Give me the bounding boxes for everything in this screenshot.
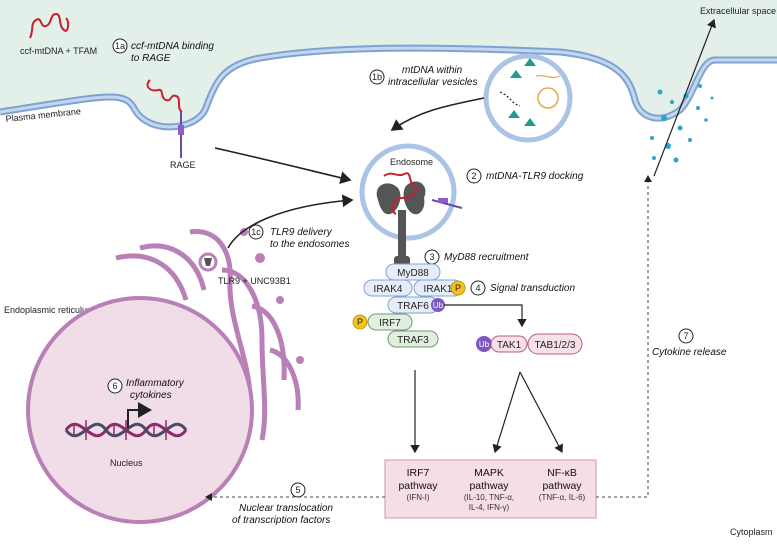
tlr9-dimer: [376, 181, 426, 266]
step-6-number: 6: [112, 381, 117, 391]
svg-text:IRF7: IRF7: [407, 467, 430, 479]
step-7-number: 7: [683, 331, 688, 341]
step-6-line2: cytokines: [130, 390, 172, 401]
endoplasmic-reticulum: [115, 229, 301, 441]
step-5-line2: of transcription factors: [232, 515, 330, 526]
step-4-label: Signal transduction: [490, 283, 575, 294]
step-1a-badge: [112, 38, 128, 54]
step-5-badge: [290, 482, 306, 498]
irak1-phospho: [450, 280, 466, 296]
step-1a-number: 1a: [115, 41, 125, 51]
pathway-mapk: MAPK pathway (IL-10, TNF-α, IL-4, IFN-γ): [464, 467, 514, 512]
ccf-label: ccf-mtDNA + TFAM: [20, 46, 97, 56]
step-7-badge: [678, 328, 694, 344]
cytokine-release-arrow: [596, 175, 652, 498]
cytoplasm-label: Cytoplasm: [730, 527, 773, 537]
tak1-ubiquitin-label: Ub: [479, 340, 490, 349]
pathway-box: [384, 459, 597, 519]
tak1-ubiquitin: [476, 336, 492, 352]
svg-text:pathway: pathway: [398, 480, 438, 492]
step-3-label: MyD88 recruitment: [444, 252, 530, 263]
irak4-label: IRAK4: [374, 284, 403, 295]
irak1-label: IRAK1: [424, 284, 453, 295]
irf7-label: IRF7: [379, 318, 401, 329]
tab-pill: [527, 333, 583, 355]
irf7-phospho-label: P: [357, 317, 363, 327]
svg-text:(IL-10, TNF-α,: (IL-10, TNF-α,: [464, 493, 514, 502]
pathway-irf7: IRF7 pathway (IFN-I): [398, 467, 438, 502]
step-5-line1: Nuclear translocation: [239, 503, 333, 514]
endosome-label: Endosome: [390, 157, 433, 167]
tak1-pill: [490, 335, 528, 353]
nucleus-label: Nucleus: [110, 458, 143, 468]
tak1-label: TAK1: [497, 340, 522, 351]
ccf-mtdna-strand: [29, 12, 70, 39]
svg-text:MAPK: MAPK: [474, 467, 504, 479]
tlr9-unc93b1: [198, 252, 218, 272]
step-1c-number: 1c: [251, 227, 261, 237]
step-6-line1: Inflammatory: [126, 378, 185, 389]
step-7-label: Cytokine release: [652, 347, 727, 358]
irak1-phospho-label: P: [455, 283, 461, 293]
transcription-arrow: [127, 402, 152, 428]
traf6-ubiquitin: [431, 298, 445, 312]
svg-text:(TNF-α, IL-6): (TNF-α, IL-6): [539, 493, 586, 502]
svg-text:IL-4, IFN-γ): IL-4, IFN-γ): [469, 503, 510, 512]
step-1a-line1: ccf-mtDNA binding: [131, 41, 214, 52]
step-2-number: 2: [471, 171, 476, 181]
step-2-badge: [466, 168, 482, 184]
step-1b-number: 1b: [372, 72, 382, 82]
step-1b-badge: [369, 69, 385, 85]
svg-text:NF-κB: NF-κB: [547, 467, 577, 479]
step-6-badge: [107, 378, 123, 394]
step-2-label: mtDNA-TLR9 docking: [486, 171, 584, 182]
traf3-label: TRAF3: [397, 335, 429, 346]
pathway-nfkb: NF-κB pathway (TNF-α, IL-6): [539, 467, 586, 502]
svg-text:pathway: pathway: [469, 480, 509, 492]
rage-label: RAGE: [170, 160, 196, 170]
step-1b-line2: intracellular vesicles: [388, 77, 477, 88]
dna-helix: [64, 420, 188, 440]
tlr9-unc-label: TLR9 + UNC93B1: [218, 276, 291, 286]
tab-label: TAB1/2/3: [535, 340, 576, 351]
traf6-label: TRAF6: [397, 301, 429, 312]
rage-bound-mtdna: [146, 79, 183, 113]
extracellular-label: Extracellular space: [700, 6, 776, 16]
traf6-ubiquitin-label: Ub: [433, 301, 444, 310]
myd88-label: MyD88: [397, 268, 429, 279]
irak4-pill: [363, 279, 413, 297]
myd88-pill: [385, 263, 441, 281]
step-5-number: 5: [295, 485, 300, 495]
step-4-number: 4: [475, 283, 480, 293]
extracellular-region: [0, 0, 777, 127]
step-1c-line1: TLR9 delivery: [270, 227, 333, 238]
step-1a-line2: to RAGE: [131, 53, 171, 64]
step-1c-line2: to the endosomes: [270, 239, 350, 250]
svg-text:(IFN-I): (IFN-I): [406, 493, 429, 502]
traf3-pill: [387, 330, 439, 348]
step-4-badge: [470, 280, 486, 296]
step-3-number: 3: [429, 252, 434, 262]
endosome-mtdna: [383, 172, 418, 215]
step-1b-line1: mtDNA within: [402, 65, 463, 76]
svg-text:pathway: pathway: [542, 480, 582, 492]
irf7-pill: [367, 313, 413, 331]
irf7-phospho: [352, 314, 368, 330]
er-label: Endoplasmic reticulum: [4, 305, 95, 315]
step-1c-badge: [248, 224, 264, 240]
